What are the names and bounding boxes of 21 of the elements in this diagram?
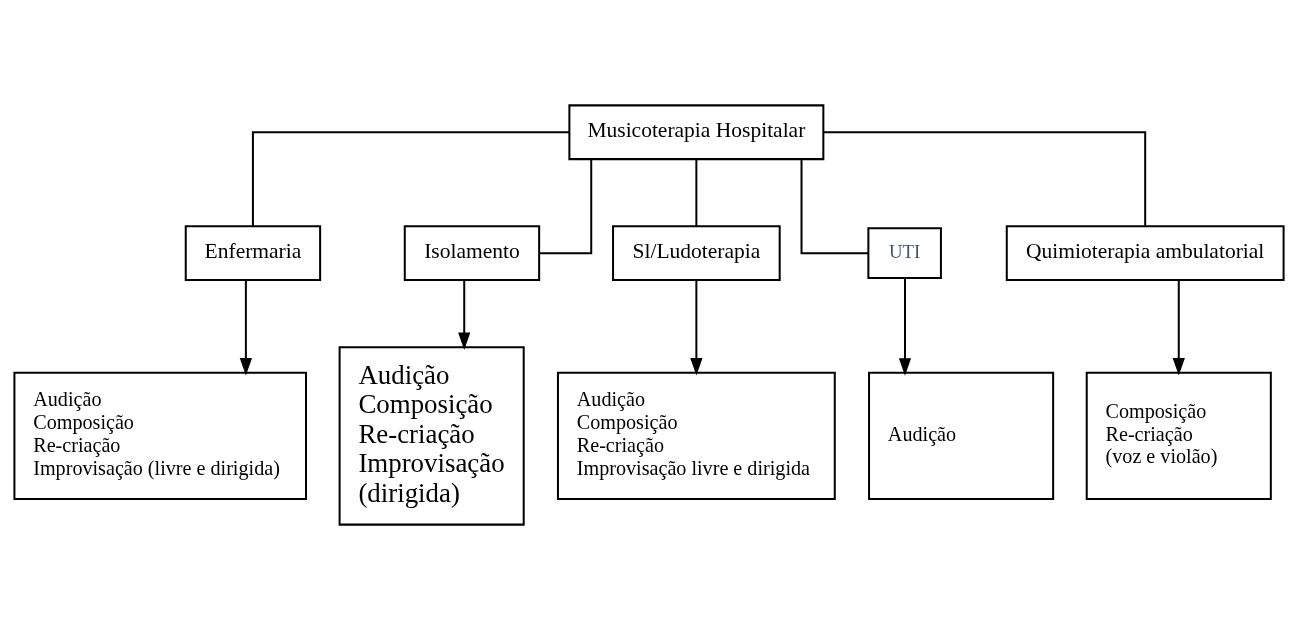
node-box: Audição Composição Re-criação Improvisação livre e dirigida [556, 371, 836, 500]
connector [251, 130, 570, 226]
arrow [458, 279, 471, 350]
arrow [239, 279, 252, 376]
node-box: UTI [867, 226, 942, 279]
node-box: Audição Composição Re-criação Improvisação (livre e dirigida) [13, 371, 307, 500]
connector [800, 159, 868, 254]
node-box: Audição Composição Re-criação Improvisação (dirigida) [338, 345, 525, 526]
node-box: Composição Re-criação (voz e violão) [1085, 371, 1272, 500]
node-box: Enfermaria [184, 224, 322, 281]
connector [695, 159, 698, 226]
connector [539, 159, 593, 254]
node-box: Sl/Ludoterapia [612, 224, 781, 281]
node-box: Audição [868, 371, 1055, 500]
node-box: Quimioterapia ambulatorial [1005, 224, 1285, 281]
node-box: Musicoterapia Hospitalar [568, 103, 825, 160]
connector [823, 130, 1147, 226]
node-box: Isolamento [403, 224, 541, 281]
arrow [898, 277, 912, 376]
arrow [1172, 279, 1185, 376]
arrow [690, 279, 703, 376]
